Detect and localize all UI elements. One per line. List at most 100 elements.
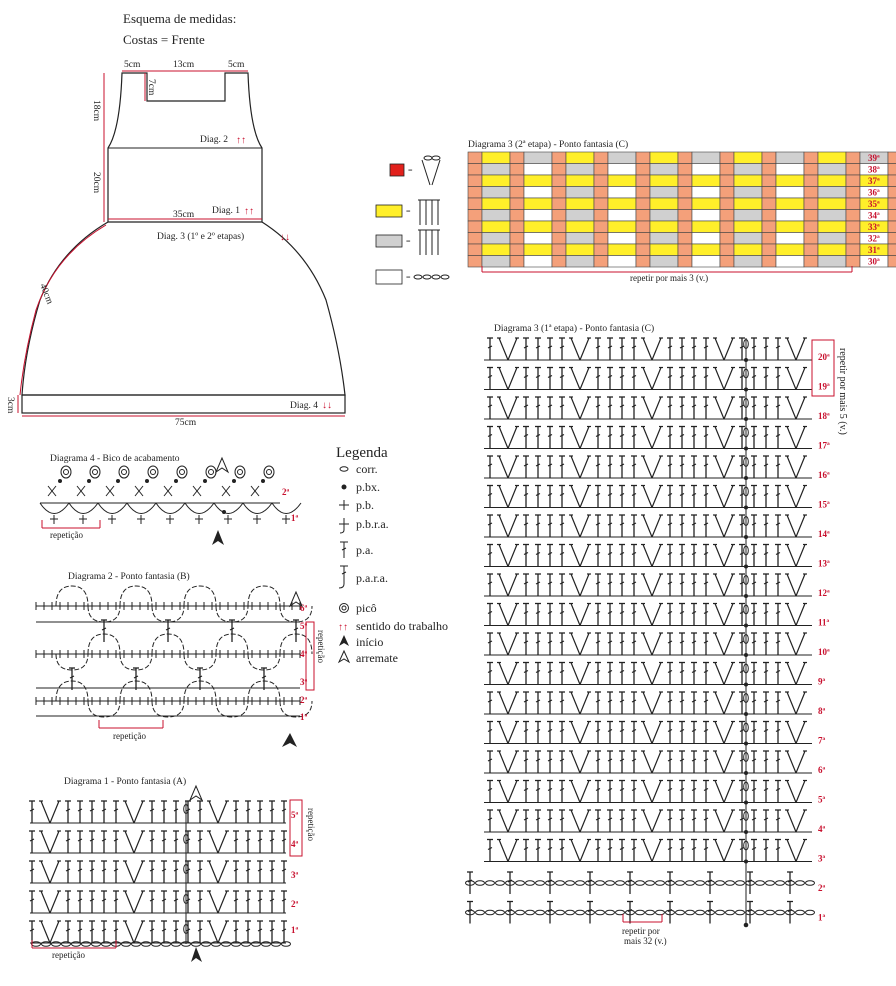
- grid-cell: [481, 186, 511, 199]
- grid-cell: [887, 255, 896, 268]
- grid-cell: [677, 186, 693, 199]
- grid-cell: [691, 209, 721, 222]
- grid-cell: [509, 220, 525, 233]
- grid-cell: [593, 255, 609, 268]
- grid-cell: [817, 255, 847, 268]
- grid-cell: [719, 163, 735, 176]
- grid-cell: [649, 174, 679, 187]
- diagram3a-row-label: 2ª: [818, 883, 826, 893]
- diagram2-row-label: 4ª: [300, 649, 308, 659]
- legend-label: p.b.r.a.: [356, 517, 389, 531]
- grid-cell: [481, 174, 511, 187]
- diagram3a-repeat-2: mais 32 (v.): [624, 936, 667, 946]
- grid-cell: [481, 255, 511, 268]
- grid-cell: [523, 151, 553, 164]
- diagram4-repeat: repetição: [50, 530, 83, 540]
- grid-cell: [803, 209, 819, 222]
- grid-cell: [817, 174, 847, 187]
- grid-cell: [649, 243, 679, 256]
- grid-cell: [691, 163, 721, 176]
- grid-cell: [635, 209, 651, 222]
- grid-cell: [733, 232, 763, 245]
- start-arrow-icon: [212, 530, 224, 545]
- grid-cell: [803, 174, 819, 187]
- grid-cell: [593, 209, 609, 222]
- grid-cell: [467, 151, 483, 164]
- svg-text:=: =: [406, 273, 411, 282]
- dc-front-post-icon: [338, 565, 348, 589]
- diagram1-symbols: [28, 800, 291, 947]
- grid-cell: [509, 209, 525, 222]
- diagram3a-repeat-side: repetir por mais 5 (v.): [837, 348, 848, 435]
- grid-cell: [733, 255, 763, 268]
- grid-cell: [761, 243, 777, 256]
- grid-cell: [761, 209, 777, 222]
- diagram3a-row-label: 4ª: [818, 824, 826, 834]
- diagram4-row-1: 1ª: [291, 513, 299, 523]
- grid-cell: [565, 243, 595, 256]
- grid-cell: [817, 209, 847, 222]
- grid-cell: [509, 232, 525, 245]
- diagram3a-title: Diagrama 3 (1ª etapa) - Ponto fantasia (…: [494, 323, 654, 334]
- grid-cell: [593, 243, 609, 256]
- chain-icon: [339, 466, 349, 472]
- grid-cell: [551, 174, 567, 187]
- grid-cell: [565, 163, 595, 176]
- direction-arrows-icon: ↑↑: [244, 206, 254, 217]
- diagram2-row-label: 2ª: [300, 695, 308, 705]
- legend-label: p.b.: [356, 498, 374, 512]
- grid-cell: [607, 163, 637, 176]
- diagram3a-row-label: 8ª: [818, 706, 826, 716]
- legend-label: p.bx.: [356, 480, 380, 494]
- grid-cell: [607, 232, 637, 245]
- slip-stitch-icon: [341, 484, 347, 490]
- grid-cell: [509, 163, 525, 176]
- label-18cm: 18cm: [91, 100, 101, 122]
- grid-cell: [509, 197, 525, 210]
- grid-cell: [523, 255, 553, 268]
- grid-cell: [481, 209, 511, 222]
- label-diag3: Diag. 3 (1º e 2º etapas): [157, 231, 244, 242]
- diagram3a-row-label: 3ª: [818, 854, 826, 864]
- grid-cell: [733, 174, 763, 187]
- direction-arrows-icon: ↓↓: [322, 400, 332, 411]
- grid-cell: [775, 255, 805, 268]
- grid-cell: [677, 243, 693, 256]
- grid-cell: [523, 220, 553, 233]
- grid-cell: [761, 174, 777, 187]
- grid-cell: [677, 151, 693, 164]
- diagram1-repeat: repetição: [52, 950, 85, 960]
- grid-cell: [691, 186, 721, 199]
- grid-cell: [817, 220, 847, 233]
- grid-cell: [719, 255, 735, 268]
- grid-cell: [887, 243, 896, 256]
- direction-arrows-icon: ↑↑: [236, 135, 246, 146]
- diagram3a-symbols: [465, 337, 815, 928]
- grid-cell: [635, 243, 651, 256]
- diagram1-title: Diagrama 1 - Ponto fantasia (A): [64, 776, 186, 787]
- diagram3a-row-labels: 20ª19ª18ª17ª16ª15ª14ª13ª12ª11ª10ª9ª8ª7ª6…: [818, 352, 830, 923]
- grid-cell: [845, 174, 861, 187]
- grid-cell: [509, 174, 525, 187]
- grid-cell: [691, 232, 721, 245]
- grid-cell: [481, 243, 511, 256]
- direction-arrows-icon: ↓↓: [280, 232, 290, 243]
- grid-cell: [775, 209, 805, 222]
- label-5cm-left: 5cm: [124, 60, 141, 70]
- grid-cell: [775, 243, 805, 256]
- grid-cell: [677, 232, 693, 245]
- diagram3b-row-label: 31ª: [868, 245, 880, 255]
- grid-cell: [649, 232, 679, 245]
- diagram1: Diagrama 1 - Ponto fantasia (A) 5ª4ª3ª2ª…: [28, 776, 316, 962]
- grid-cell: [817, 232, 847, 245]
- color-grid: [467, 151, 896, 268]
- start-arrow-icon: [191, 947, 202, 962]
- grid-cell: [803, 151, 819, 164]
- grid-cell: [817, 243, 847, 256]
- color-key: = = = =: [375, 155, 450, 285]
- grid-cell: [607, 186, 637, 199]
- grid-cell: [803, 220, 819, 233]
- grid-cell: [551, 220, 567, 233]
